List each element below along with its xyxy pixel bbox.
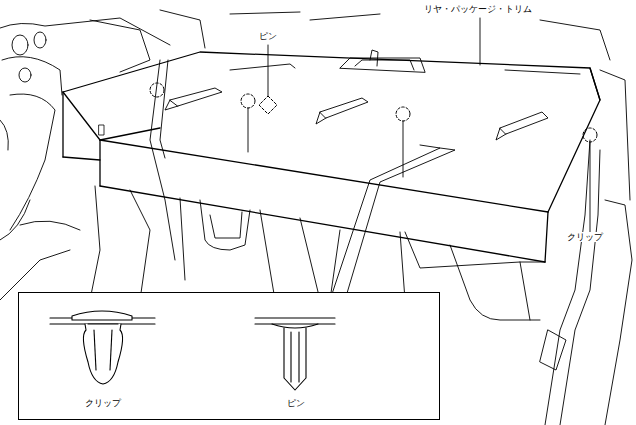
inset-ground: [19, 293, 439, 419]
clip-symbol: [50, 311, 155, 384]
part-name: ピン: [258, 31, 278, 42]
body-panel: [0, 10, 630, 240]
trim-slots: [165, 50, 580, 140]
part-caption: クリップ: [84, 398, 122, 409]
part-name: クリップ: [566, 232, 604, 243]
inset-box: クリップ ピン: [18, 292, 440, 420]
part-caption: ピン: [286, 398, 306, 409]
leader-lines: [248, 18, 590, 236]
fastener-marks: [150, 83, 597, 142]
part-name: リヤ・パッケージ・トリム: [423, 4, 533, 15]
pin-symbol: [255, 318, 335, 390]
seat-belt: [0, 60, 632, 425]
package-trim: [63, 52, 600, 262]
